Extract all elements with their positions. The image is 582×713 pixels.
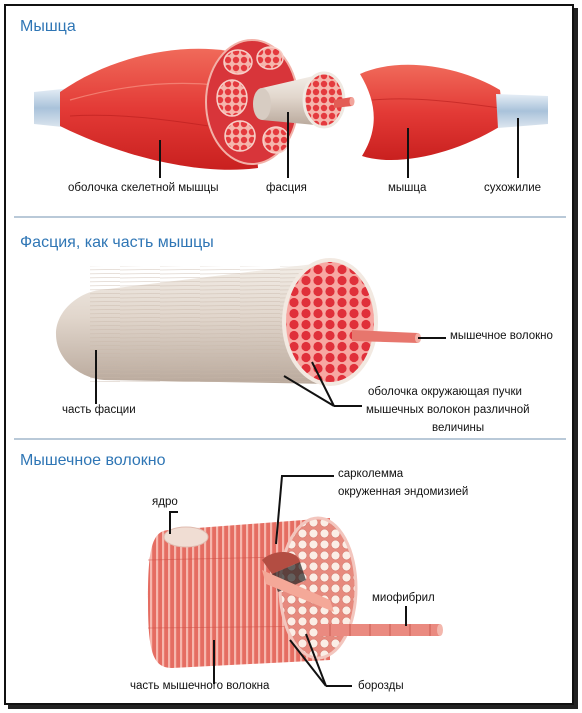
right-muscle-belly (360, 64, 504, 161)
fascia-end-face (282, 258, 378, 386)
label-part-of-fascia: часть фасции (62, 404, 136, 416)
label-fascia: фасция (266, 182, 307, 194)
label-bundle-sheath-line2: мышечных волокон различной (366, 404, 530, 416)
fascia-muscle-fiber (352, 330, 418, 343)
separator-1 (14, 216, 566, 218)
separator-2 (14, 438, 566, 440)
label-bundle-sheath-line1: оболочка окружающая пучки (368, 386, 522, 398)
label-muscle-sheath: оболочка скелетной мышцы (68, 182, 219, 194)
myofibril-rod (318, 624, 440, 636)
fascia-illustration (56, 258, 421, 386)
label-tendon: сухожилие (484, 182, 542, 194)
section-title-fascia: Фасция, как часть мышцы (20, 234, 214, 251)
sarcolemma-flap (262, 551, 300, 574)
fiber-illustration (147, 516, 443, 668)
muscle-fiber-rod (334, 97, 352, 108)
section-title-muscle: Мышца (20, 18, 76, 35)
right-tendon (496, 94, 548, 128)
label-nucleus: ядро (152, 496, 178, 508)
label-sarcolemma-line1: сарколемма (338, 468, 404, 480)
label-grooves: борозды (358, 680, 404, 692)
section-title-fiber: Мышечное волокно (20, 452, 166, 469)
nucleus-shape (163, 526, 209, 548)
label-part-of-fiber: часть мышечного волокна (130, 680, 270, 692)
muscle-illustration (34, 39, 548, 170)
label-myofibril: миофибрил (372, 592, 435, 604)
label-bundle-sheath-line3: величины (432, 422, 485, 434)
label-muscle: мышца (388, 182, 427, 194)
label-sarcolemma-line2: окруженная эндомизией (338, 486, 469, 498)
label-muscle-fiber: мышечное волокно (450, 330, 553, 342)
